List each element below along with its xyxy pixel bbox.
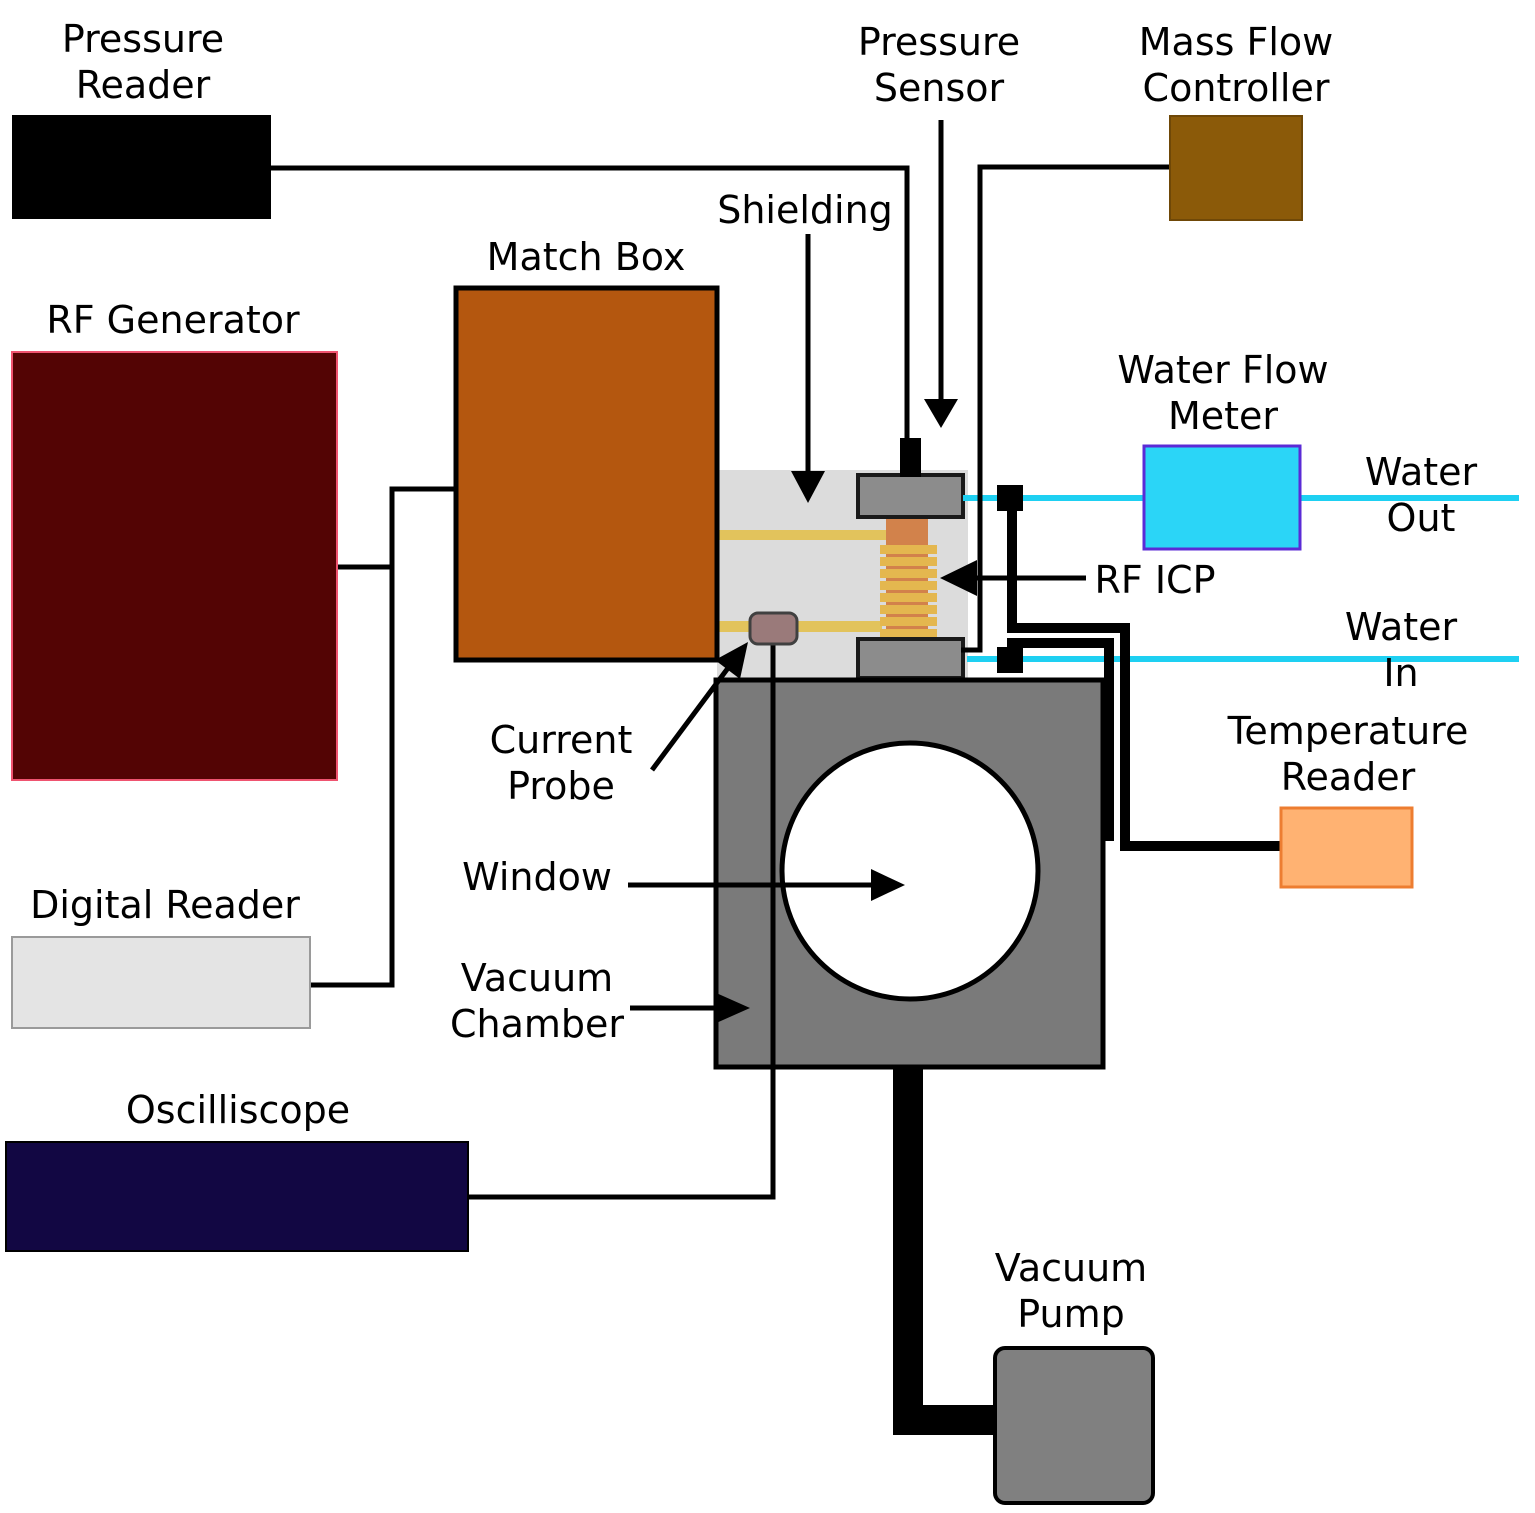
- water-out-connector: [997, 485, 1023, 511]
- current-probe-oscilliscope-wire: [468, 641, 776, 1200]
- digital-reader-box: [11, 936, 311, 1029]
- pressure-sensor-body: [900, 438, 921, 477]
- water-flow-meter-box: [1142, 444, 1302, 551]
- rf-icp-arrowhead: [940, 560, 977, 596]
- rf-generator-label: RF Generator: [46, 298, 300, 342]
- coil-turn: [880, 605, 937, 614]
- rf-generator-box: [11, 351, 338, 781]
- shielding-arrow: [791, 234, 825, 503]
- temperature-reader-label: Temperature Reader: [1227, 709, 1469, 799]
- coil-turn: [880, 557, 937, 566]
- coil-turn: [880, 617, 937, 626]
- vacuum-chamber-arrow: [630, 992, 750, 1024]
- rf-icp-coil: [880, 545, 937, 638]
- rf-lead-bottom-wire: [717, 621, 882, 632]
- gas-line: [961, 164, 1170, 653]
- window-label: Window: [462, 855, 612, 899]
- pressure-sensor-arrowhead: [924, 399, 958, 428]
- vacuum-pump-box: [993, 1346, 1155, 1505]
- oscilliscope-box: [5, 1141, 469, 1252]
- water-in-connector: [997, 647, 1023, 673]
- pressure-reader-box: [12, 115, 271, 219]
- coil-turn: [880, 581, 937, 590]
- pressure-sensor-label: Pressure Sensor: [857, 20, 1021, 110]
- rf-icp-label: RF ICP: [1094, 558, 1216, 602]
- match-box-label: Match Box: [486, 235, 686, 279]
- water-flow-meter-label: Water Flow Meter: [1117, 348, 1329, 438]
- match-box-digital-reader-wire: [310, 486, 456, 988]
- water-out-temp-line: [1007, 500, 1281, 851]
- coil-turn: [880, 545, 937, 554]
- pressure-reader-wire: [271, 165, 910, 440]
- current-probe-arrow: [649, 642, 748, 772]
- vacuum-pipe: [893, 1067, 1000, 1435]
- water-out-label: Water Out: [1364, 450, 1478, 540]
- vacuum-chamber-arrowhead: [714, 992, 750, 1024]
- current-probe-label: Current Probe: [489, 718, 633, 808]
- water-in-label: Water In: [1344, 605, 1458, 695]
- current-probe-arrowhead: [715, 642, 748, 679]
- match-box-box: [453, 285, 720, 663]
- mass-flow-controller-box: [1169, 115, 1303, 221]
- bottom-flange: [856, 637, 965, 680]
- pressure-sensor-arrow: [924, 120, 958, 428]
- window-arrowhead: [871, 869, 905, 901]
- shielding-label: Shielding: [717, 188, 893, 232]
- vacuum-pump-label: Vacuum Pump: [994, 1246, 1148, 1336]
- current-probe-arrow-line: [649, 662, 734, 772]
- temperature-reader-box: [1279, 806, 1414, 889]
- coil-turn: [880, 593, 937, 602]
- digital-reader-label: Digital Reader: [30, 883, 300, 927]
- top-flange: [856, 473, 965, 519]
- vacuum-chamber-label: Vacuum Chamber: [449, 956, 625, 1046]
- pressure-reader-label: Pressure Reader: [61, 17, 225, 107]
- rf-lead-top-wire: [717, 530, 890, 540]
- shielding-arrowhead: [791, 471, 825, 503]
- coil-turn: [880, 629, 937, 638]
- oscilliscope-label: Oscilliscope: [125, 1088, 351, 1132]
- window-arrow: [628, 869, 905, 901]
- coil-turn: [880, 569, 937, 578]
- rf-icp-arrow: [940, 560, 1086, 596]
- window-circle: [779, 740, 1041, 1002]
- mass-flow-controller-label: Mass Flow Controller: [1138, 20, 1334, 110]
- current-probe-body: [748, 611, 799, 646]
